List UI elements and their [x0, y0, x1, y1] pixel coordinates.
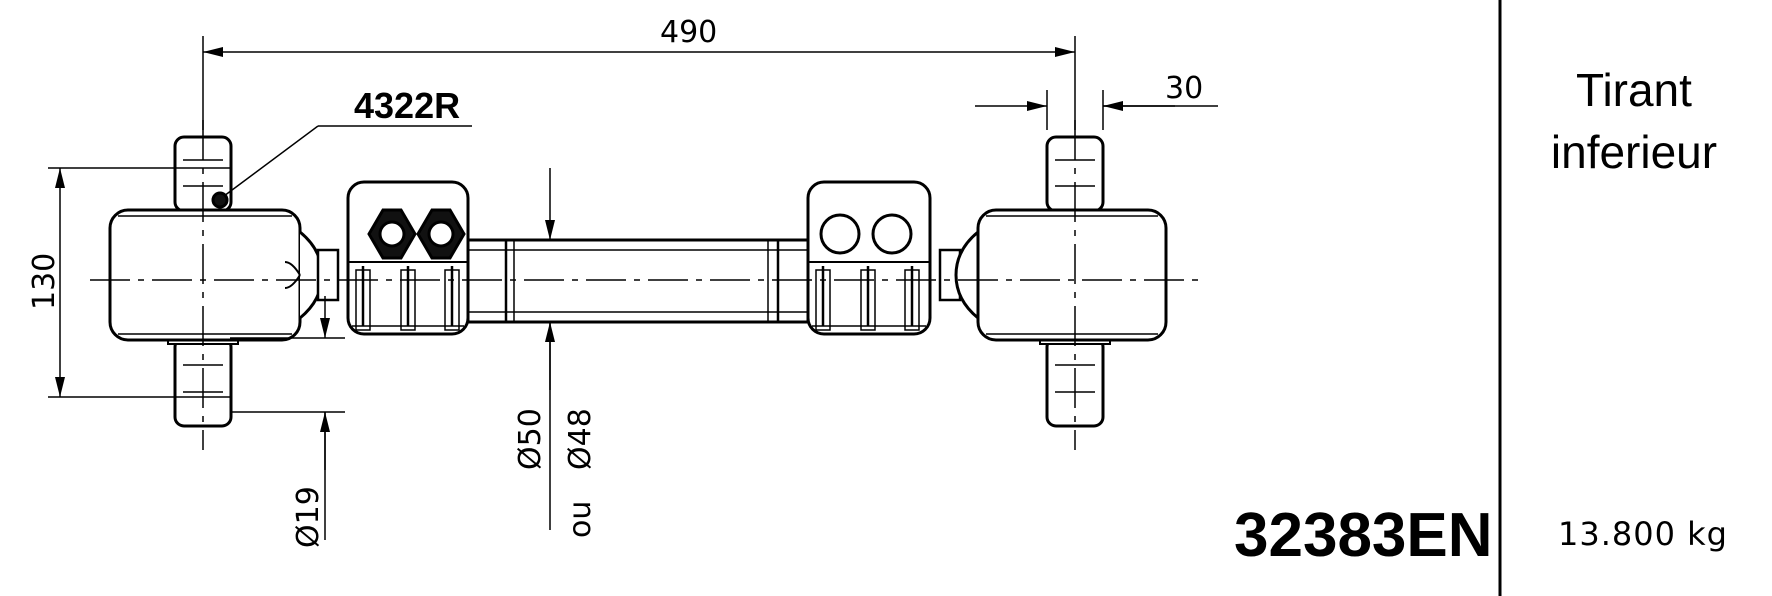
dimension-lines [48, 36, 1218, 540]
title-line-2: inferieur [1551, 126, 1717, 178]
weight-label: 13.800 kg [1558, 515, 1728, 553]
right-clamp-bolt-1 [819, 213, 861, 255]
tube-diameter-label-b: Ø48 [563, 408, 598, 470]
center-lines [90, 120, 1200, 450]
adjustment-tube [466, 238, 810, 324]
title-line-1: Tirant [1576, 64, 1692, 116]
tie-rod-part [108, 135, 1168, 428]
length-dimension-label: 490 [660, 15, 717, 50]
grease-nipple [211, 191, 229, 209]
callout-leader [223, 125, 319, 197]
offset-dimension-label: 30 [1165, 71, 1203, 106]
part-number: 32383EN [1234, 501, 1493, 570]
callout-label: 4322R [354, 85, 460, 126]
tube-diameter-label-a: Ø50 [513, 408, 548, 470]
tube-or-label: ou [563, 501, 598, 538]
height-dimension-label: 130 [27, 253, 62, 310]
right-eye-body [976, 208, 1168, 342]
right-clamp-bolt-2 [871, 213, 913, 255]
left-eye-body [108, 208, 302, 342]
bushing-dimension-label: Ø19 [291, 486, 326, 548]
